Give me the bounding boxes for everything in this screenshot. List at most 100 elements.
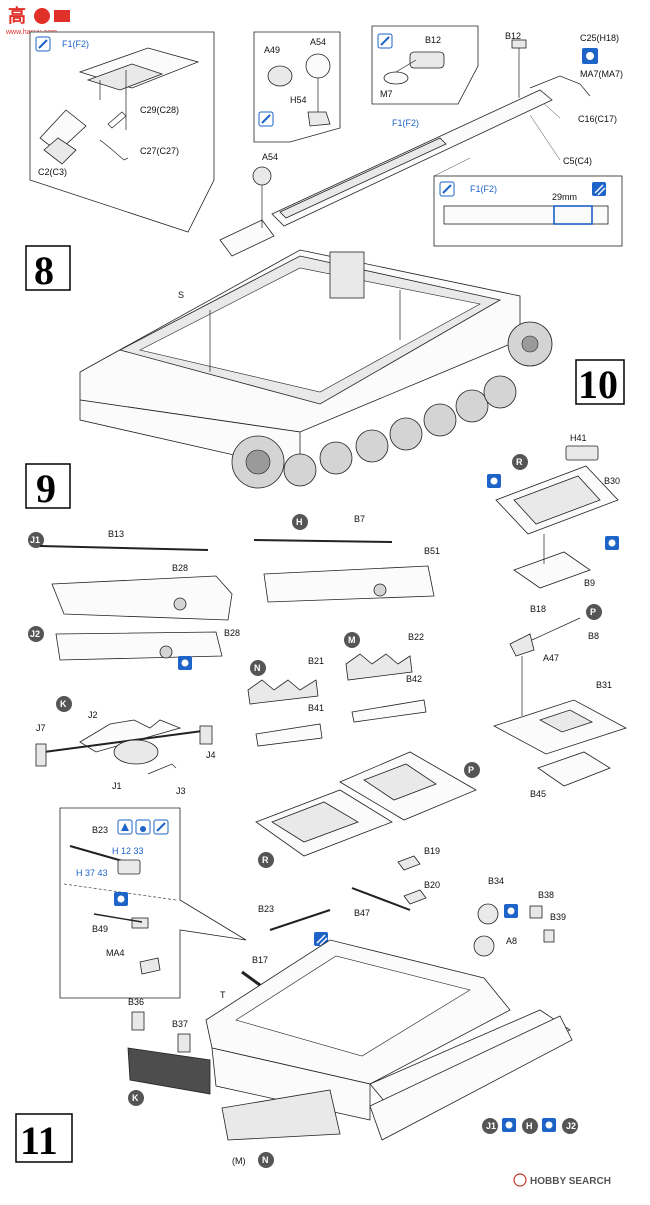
- step9-part-m: M B22 B42: [344, 632, 427, 723]
- step9-part-k: K J2 J7 J1 J3 J4: [35, 696, 216, 796]
- side-panel-part: [369, 1015, 573, 1141]
- label-n: N: [254, 663, 261, 673]
- step-8-box: 8: [25, 245, 71, 293]
- step-8-number: 8: [34, 248, 54, 293]
- watermark-bottom-text: HOBBY SEARCH: [530, 1176, 611, 1187]
- label-h54: H54: [290, 95, 307, 105]
- label-b30: B30: [604, 476, 620, 486]
- label-f1-main: F1(F2): [392, 118, 419, 128]
- label-b12-inset: B12: [425, 35, 441, 45]
- label-b38: B38: [538, 890, 554, 900]
- label-a49: A49: [264, 45, 280, 55]
- label-h-step11: H: [526, 1121, 533, 1131]
- glue-icon: [117, 819, 133, 835]
- label-b19: B19: [424, 846, 440, 856]
- watermark-cn-text: 高: [8, 5, 26, 27]
- step11-deck-p: P: [339, 751, 480, 821]
- label-f1-cut: F1(F2): [470, 184, 497, 194]
- inset-paint-icon: [258, 111, 274, 127]
- step11-deck-r: R: [255, 789, 393, 868]
- watermark-logo-icon: [34, 8, 50, 24]
- step-10-box: 10: [575, 359, 625, 407]
- label-a54-main: A54: [262, 152, 278, 162]
- paint-code-h12: H 12 33: [112, 846, 144, 856]
- label-b42: B42: [406, 674, 422, 684]
- label-c29: C29(C28): [140, 105, 179, 115]
- inset-paint-icon: [439, 181, 455, 197]
- step-9-box: 9: [25, 463, 71, 511]
- label-b22: B22: [408, 632, 424, 642]
- label-b41: B41: [308, 703, 324, 713]
- inset-paint-icon: [377, 33, 393, 49]
- label-j3: J3: [176, 786, 186, 796]
- label-b18: B18: [530, 604, 546, 614]
- step9-part-b51: H B7 B51: [253, 514, 440, 603]
- cement-icon: [582, 48, 598, 64]
- label-b21: B21: [308, 656, 324, 666]
- label-b31: B31: [596, 680, 612, 690]
- label-ma7: MA7(MA7): [580, 69, 623, 79]
- label-m-paren: (M): [232, 1156, 246, 1166]
- step-9-number: 9: [36, 466, 56, 511]
- label-b28a: B28: [172, 563, 188, 573]
- step10-assembly-p: B18 P B8 A47 B31 B45: [492, 604, 628, 799]
- label-b12: B12: [505, 31, 521, 41]
- label-p-step11: P: [468, 765, 474, 775]
- step10-assembly-r: R H41 B30 B9: [487, 433, 620, 589]
- label-b47: B47: [354, 908, 370, 918]
- label-b8: B8: [588, 631, 599, 641]
- label-b23-inset: B23: [92, 825, 108, 835]
- hull-step11: [205, 939, 571, 1121]
- cutter-icon: [592, 182, 606, 196]
- label-c16: C16(C17): [578, 114, 617, 124]
- label-n-step11: N: [262, 1155, 269, 1165]
- cement-icon: [502, 1118, 516, 1132]
- cement-icon: [542, 1118, 556, 1132]
- label-b37: B37: [172, 1019, 188, 1029]
- cement-icon: [605, 536, 619, 550]
- step-11-box: 11: [15, 1113, 73, 1163]
- cement-icon: [114, 892, 128, 906]
- label-j1: J1: [30, 535, 40, 545]
- label-b28b: B28: [224, 628, 240, 638]
- label-r-step10: R: [516, 457, 523, 467]
- copyright-c-icon: [513, 1173, 527, 1187]
- label-ma4: MA4: [106, 948, 125, 958]
- hull-step8: [79, 249, 553, 489]
- label-p-step10: P: [590, 607, 596, 617]
- step8-inset-left: F1(F2) C29(C28) C27(C27) C2(C3): [29, 31, 215, 233]
- label-b13: B13: [108, 529, 124, 539]
- label-c2: C2(C3): [38, 167, 67, 177]
- label-j2-step11: J2: [566, 1121, 576, 1131]
- label-c27: C27(C27): [140, 146, 179, 156]
- label-j7: J7: [36, 723, 46, 733]
- paint-code-h37: H 37 43: [76, 868, 108, 878]
- label-j2: J2: [30, 629, 40, 639]
- label-a54: A54: [310, 37, 326, 47]
- label-k-step11: K: [132, 1093, 139, 1103]
- step-11-number: 11: [20, 1118, 58, 1163]
- tool-rack-part: [127, 1047, 211, 1095]
- inset-paint-icon: [35, 36, 51, 52]
- drop-icon: [135, 819, 151, 835]
- cutter-icon: [314, 932, 328, 946]
- label-b34: B34: [488, 876, 504, 886]
- paint-icon: [153, 819, 169, 835]
- label-b23: B23: [258, 904, 274, 914]
- label-r-step11: R: [262, 855, 269, 865]
- label-b49: B49: [92, 924, 108, 934]
- label-b36: B36: [128, 997, 144, 1007]
- label-b20: B20: [424, 880, 440, 890]
- side-skirt-part: [221, 1089, 341, 1141]
- step9-part-b28: J1 B13 B28: [28, 529, 233, 621]
- step9-part-n: N B21 B41: [247, 656, 324, 747]
- label-f1: F1(F2): [62, 39, 89, 49]
- label-b45: B45: [530, 789, 546, 799]
- label-b51: B51: [424, 546, 440, 556]
- label-h: H: [296, 517, 303, 527]
- watermark-top: 高 www.hasuu.com: [4, 4, 76, 36]
- step11-inset: B23 H 12 33 H 37 43 B49 MA4: [59, 807, 247, 999]
- label-j1b: J1: [112, 781, 122, 791]
